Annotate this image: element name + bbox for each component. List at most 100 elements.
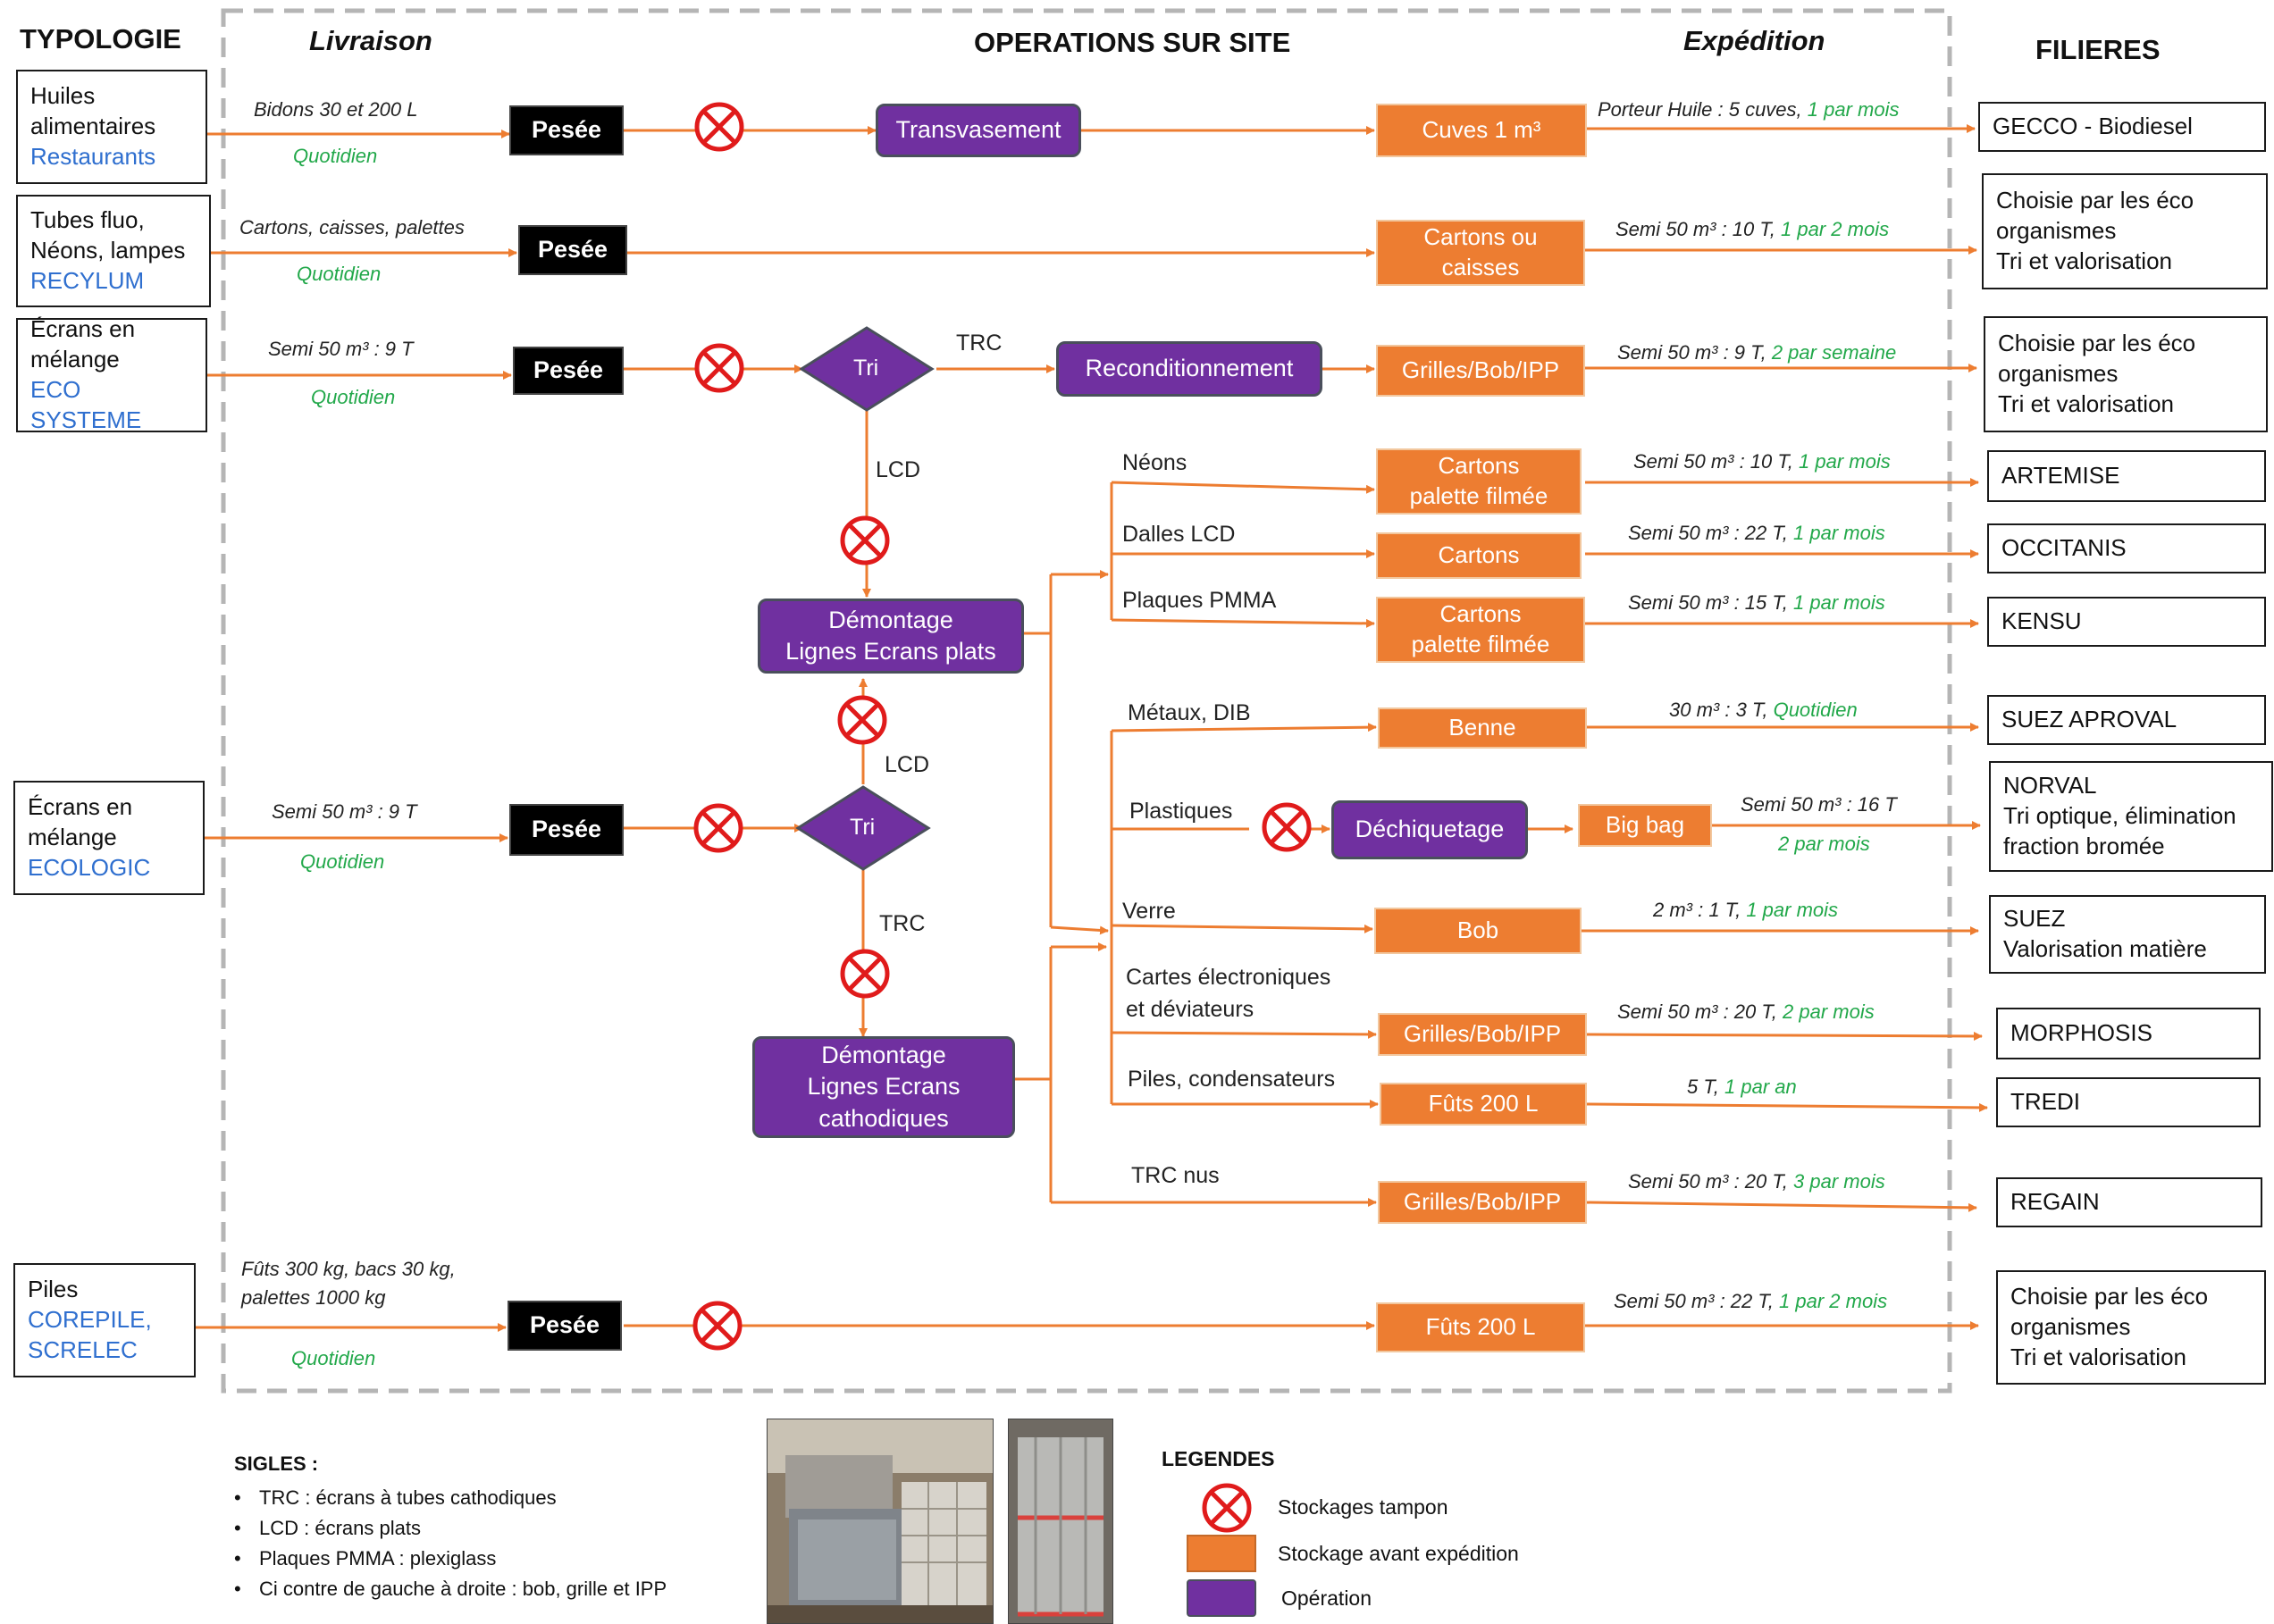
storage-futs: Fûts 200 L	[1376, 1302, 1585, 1352]
delivery-container: Semi 50 m³ : 9 T	[268, 338, 414, 360]
storage-cuves: Cuves 1 m³	[1376, 104, 1587, 157]
shipment-text: 30 m³ : 3 T,	[1669, 699, 1774, 721]
sigle-item: Ci contre de gauche à droite : bob, gril…	[234, 1574, 667, 1604]
shipment-info: Semi 50 m³ : 16 T	[1741, 793, 1897, 816]
sigle-item: TRC : écrans à tubes cathodiques	[234, 1483, 667, 1513]
delivery-container: Bidons 30 et 200 L	[254, 98, 418, 121]
shipment-frequency: 1 par mois	[1793, 591, 1885, 614]
source-tubes: Tubes fluo, Néons, lampes RECYLUM	[16, 195, 211, 307]
flow-label-cartes: et déviateurs	[1126, 997, 1254, 1022]
shipment-frequency: 3 par mois	[1793, 1170, 1885, 1193]
source-ecrans-ecosysteme: Écrans en mélange ECO SYSTEME	[16, 315, 207, 433]
tri-label: Tri	[853, 356, 879, 381]
destination-line: Tri et valorisation	[1996, 247, 2172, 274]
sigles-list: TRC : écrans à tubes cathodiques LCD : é…	[234, 1483, 667, 1604]
destination-line: Tri et valorisation	[2010, 1343, 2186, 1370]
delivery-container: palettes 1000 kg	[241, 1286, 386, 1309]
sigle-item: LCD : écrans plats	[234, 1513, 667, 1544]
shipment-text: Semi 50 m³ : 20 T,	[1628, 1170, 1794, 1193]
site-area-border	[221, 8, 1952, 1394]
flow-label-verre: Verre	[1122, 899, 1176, 924]
destination-eco-organismes: Choisie par les éco organismes Tri et va…	[1984, 316, 2268, 432]
flow-label-metaux: Métaux, DIB	[1128, 700, 1251, 725]
sigle-item: Plaques PMMA : plexiglass	[234, 1544, 667, 1574]
flow-label-trc: TRC	[956, 331, 1003, 356]
legend-storage-label: Stockage avant expédition	[1278, 1542, 1519, 1565]
shipment-text: Semi 50 m³ : 10 T,	[1633, 450, 1800, 473]
flow-label-cartes: Cartes électroniques	[1126, 965, 1331, 990]
shipment-frequency: Quotidien	[1773, 699, 1858, 721]
shipment-text: 5 T,	[1687, 1076, 1724, 1098]
source-line1: Écrans en	[28, 793, 133, 821]
destination-regain: REGAIN	[1996, 1177, 2262, 1227]
shipment-frequency: 1 par 2 mois	[1779, 1290, 1888, 1312]
weighing-box: Pesée	[518, 225, 627, 275]
shipment-text: Semi 50 m³ : 22 T,	[1628, 522, 1794, 544]
source-line2: Néons, lampes	[30, 237, 186, 264]
op-line: cathodiques	[818, 1104, 949, 1132]
destination-line: organismes	[2010, 1313, 2131, 1341]
delivery-container: Fûts 300 kg, bacs 30 kg,	[241, 1258, 456, 1280]
legend-title: LEGENDES	[1162, 1447, 1275, 1470]
shipment-text: 2 m³ : 1 T,	[1653, 899, 1747, 921]
source-huiles: Huiles alimentaires Restaurants	[16, 70, 207, 184]
destination-morphosis: MORPHOSIS	[1996, 1008, 2261, 1059]
destination-line: Tri optique, élimination	[2003, 802, 2236, 830]
storage-line: palette filmée	[1411, 631, 1550, 657]
source-line2: mélange	[30, 346, 120, 373]
destination-line: Tri et valorisation	[1998, 389, 2174, 417]
storage-grilles: Grilles/Bob/IPP	[1378, 1013, 1587, 1056]
storage-cartons-palette: Cartons palette filmée	[1376, 448, 1582, 515]
photo-bob-grille	[767, 1419, 994, 1624]
shipment-info: 30 m³ : 3 T, Quotidien	[1669, 699, 1858, 722]
destination-line: Choisie par les éco	[1996, 187, 2194, 214]
destination-suez-aproval: SUEZ APROVAL	[1987, 695, 2266, 745]
source-org: ECO SYSTEME	[30, 376, 142, 433]
source-org2: SCRELEC	[28, 1335, 138, 1363]
op-line: Lignes Ecrans	[807, 1073, 961, 1101]
shipment-frequency: 1 par mois	[1807, 98, 1900, 121]
destination-occitanis: OCCITANIS	[1987, 523, 2266, 573]
shipment-info: Semi 50 m³ : 15 T, 1 par mois	[1628, 591, 1885, 615]
storage-bob: Bob	[1374, 908, 1582, 954]
operation-demontage-cathodiques: Démontage Lignes Ecrans cathodiques	[752, 1036, 1015, 1138]
source-line2: mélange	[28, 824, 117, 851]
delivery-frequency: Quotidien	[293, 145, 378, 167]
tri-label: Tri	[850, 815, 876, 840]
storage-line: Cartons ou	[1423, 223, 1538, 251]
storage-grilles: Grilles/Bob/IPP	[1376, 345, 1585, 397]
delivery-frequency: Quotidien	[291, 1347, 376, 1369]
storage-line: Cartons	[1438, 452, 1520, 480]
delivery-frequency: Quotidien	[297, 263, 382, 285]
source-org: Restaurants	[30, 142, 156, 170]
shipment-frequency: 1 par mois	[1793, 522, 1885, 544]
source-line2: alimentaires	[30, 113, 156, 140]
shipment-frequency: 2 par mois	[1778, 833, 1870, 855]
op-line: Démontage	[821, 1042, 946, 1069]
photo-ipp	[1008, 1419, 1113, 1624]
shipment-info: Semi 50 m³ : 22 T, 1 par 2 mois	[1614, 1290, 1887, 1313]
shipment-frequency: 1 par an	[1724, 1076, 1797, 1098]
destination-line: organismes	[1998, 360, 2119, 388]
source-org: ECOLOGIC	[28, 853, 151, 881]
shipment-frequency: 2 par mois	[1783, 1000, 1875, 1023]
shipment-info: Semi 50 m³ : 9 T, 2 par semaine	[1617, 341, 1896, 364]
source-line1: Tubes fluo,	[30, 206, 145, 234]
source-line1: Huiles	[30, 82, 96, 110]
destination-norval: NORVAL Tri optique, élimination fraction…	[1989, 761, 2273, 872]
op-line: Démontage	[828, 606, 953, 633]
destination-tredi: TREDI	[1996, 1077, 2261, 1127]
delivery-container: Semi 50 m³ : 9 T	[272, 800, 417, 823]
flow-label-plastiques: Plastiques	[1129, 799, 1233, 824]
storage-benne: Benne	[1378, 707, 1587, 749]
source-line1: Piles	[28, 1276, 79, 1303]
shipment-text: Porteur Huile : 5 cuves,	[1598, 98, 1808, 121]
destination-line: Choisie par les éco	[1998, 330, 2196, 357]
flow-label-piles: Piles, condensateurs	[1128, 1067, 1336, 1092]
delivery-frequency: Quotidien	[300, 850, 385, 873]
shipment-text: Semi 50 m³ : 22 T,	[1614, 1290, 1780, 1312]
operation-reconditionnement: Reconditionnement	[1056, 341, 1322, 397]
destination-line: Choisie par les éco	[2010, 1283, 2209, 1310]
storage-line: palette filmée	[1409, 482, 1548, 509]
